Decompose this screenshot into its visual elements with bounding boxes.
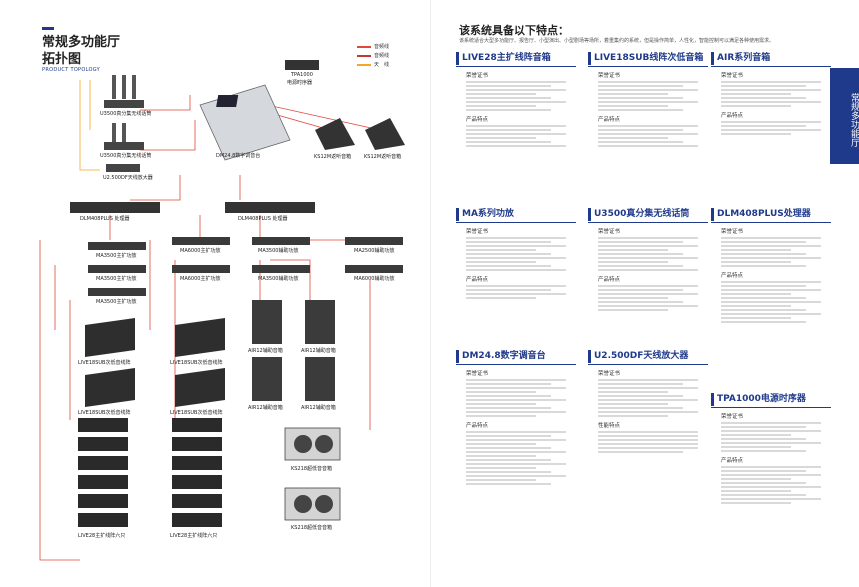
caption-amp-r2: MA6000辅助功放 [354, 276, 395, 282]
legend-item: 音频线 [357, 42, 389, 51]
card-sub: 产品特点 [598, 277, 621, 283]
card-sub: 产品特点 [466, 117, 489, 123]
ks12-shape-2 [365, 118, 405, 150]
card-title: DLM408PLUS处理器 [711, 208, 831, 221]
section-side-tab[interactable]: 常规多功能厅 [830, 68, 859, 164]
features-page: 该系统具备以下特点： 该系统适合大型多功能厅、报告厅、小型演出、小型剧场等场所，… [430, 0, 859, 587]
caption-amp-m2: MA6000主扩功放 [180, 276, 221, 282]
caption-tpa-sub: 电源时序器 [287, 80, 313, 86]
card-sub: 产品特点 [721, 458, 744, 464]
ks12-shape-1 [315, 118, 355, 150]
card-dlm408: DLM408PLUS处理器 荣誉证书 产品特点 [711, 208, 831, 323]
caption-air4: AIR12辅助音箱 [301, 405, 336, 411]
caption-sub1: LIVE18SUB次低音线阵 [78, 360, 131, 366]
card-air: AIR系列音箱 荣誉证书 产品特点 [711, 52, 831, 135]
card-sub: 荣誉证书 [466, 73, 489, 79]
topology-page: 常规多功能厅 拓扑图 PRODUCT TOPOLOGY 音频线 音频线 天 线 … [39, 27, 405, 561]
card-sub: 荣誉证书 [598, 371, 621, 377]
caption-live28-r: LIVE28主扩线阵六只 [170, 533, 218, 539]
features-description: 该系统适合大型多功能厅、报告厅、小型演出、小型剧场等场所，着重集约的系统，但是操… [459, 38, 775, 44]
caption-ks12-1: KS12M返听音箱 [314, 154, 352, 160]
caption-amp-l2: MA3500主扩功放 [96, 276, 137, 282]
caption-amp-m3: MA3500辅助功放 [258, 248, 299, 254]
caption-dlm-mid: DLM408PLUS 处理器 [238, 216, 288, 222]
caption-amp-l1: MA3500主扩功放 [96, 253, 137, 259]
card-sub: 产品特点 [721, 113, 744, 119]
receiver-1 [104, 100, 144, 108]
card-ma: MA系列功放 荣誉证书 产品特点 [456, 208, 576, 299]
caption-tpa: TPA1000 [291, 72, 313, 78]
page-title: 常规多功能厅 拓扑图 [42, 35, 121, 67]
caption-air1: AIR12辅助音箱 [248, 348, 283, 354]
card-title: U2.500DF天线放大器 [588, 350, 708, 363]
title-accent [42, 27, 54, 30]
caption-sub3: LIVE18SUB次低音线阵 [78, 410, 131, 416]
page-subtitle: PRODUCT TOPOLOGY [42, 67, 101, 73]
caption-air3: AIR12辅助音箱 [248, 405, 283, 411]
dlm-left-shape [70, 202, 160, 213]
card-sub: 荣誉证书 [721, 414, 744, 420]
caption-ks12-2: KS12M返听音箱 [364, 154, 402, 160]
card-sub: 荣誉证书 [466, 229, 489, 235]
dlm-mid-shape [225, 202, 315, 213]
caption-amp-l3: MA3500主扩功放 [96, 299, 137, 305]
features-title: 该系统具备以下特点： [459, 24, 569, 37]
caption-amp-m4: MA3500辅助功放 [258, 276, 299, 282]
card-title: LIVE28主扩线阵音箱 [456, 52, 576, 65]
card-title: AIR系列音箱 [711, 52, 831, 65]
card-live18sub: LIVE18SUB线阵次低音箱 荣誉证书 产品特点 [588, 52, 708, 147]
caption-mic1: U3500真分集无线话筒 [100, 111, 152, 117]
tpa-shape [285, 60, 319, 70]
card-sub: 性能特点 [598, 423, 621, 429]
caption-air2: AIR12辅助音箱 [301, 348, 336, 354]
mixer-shape [199, 84, 291, 161]
caption-sub4: LIVE18SUB次低音线阵 [170, 410, 223, 416]
card-sub: 产品特点 [466, 277, 489, 283]
card-dm248: DM24.8数字调音台 荣誉证书 产品特点 [456, 350, 576, 485]
caption-mixer: DM24.8数字调音台 [216, 153, 261, 159]
caption-ks218-1: KS218超低音音箱 [291, 466, 332, 472]
card-sub: 产品特点 [598, 117, 621, 123]
caption-mic2: U3500真分集无线话筒 [100, 153, 152, 159]
topology-diagram [39, 60, 405, 561]
caption-amp-r1: MA2500辅助功放 [354, 248, 395, 254]
legend: 音频线 音频线 天 线 [357, 42, 389, 69]
card-sub: 荣誉证书 [598, 229, 621, 235]
card-u2500df: U2.500DF天线放大器 荣誉证书 性能特点 [588, 350, 708, 453]
caption-antenna-amp: U2.500DF天线放大器 [103, 175, 153, 181]
caption-dlm-left: DLM408PLUS 处理器 [80, 216, 130, 222]
card-title: DM24.8数字调音台 [456, 350, 576, 363]
legend-item: 天 线 [357, 60, 389, 69]
caption-amp-m1: MA6000主扩功放 [180, 248, 221, 254]
card-sub: 荣誉证书 [721, 229, 744, 235]
card-title: U3500真分集无线话筒 [588, 208, 708, 221]
card-sub: 荣誉证书 [466, 371, 489, 377]
card-tpa1000: TPA1000电源时序器 荣誉证书 产品特点 [711, 393, 831, 504]
card-u3500: U3500真分集无线话筒 荣誉证书 产品特点 [588, 208, 708, 311]
card-title: LIVE18SUB线阵次低音箱 [588, 52, 708, 65]
caption-ks218-2: KS218超低音音箱 [291, 525, 332, 531]
card-sub: 荣誉证书 [598, 73, 621, 79]
card-sub: 荣誉证书 [721, 73, 744, 79]
antenna-amp [106, 164, 140, 172]
caption-live28-l: LIVE28主扩线阵六只 [78, 533, 126, 539]
caption-sub2: LIVE18SUB次低音线阵 [170, 360, 223, 366]
receiver-2 [104, 142, 144, 150]
card-sub: 产品特点 [466, 423, 489, 429]
card-title: MA系列功放 [456, 208, 576, 221]
card-live28: LIVE28主扩线阵音箱 荣誉证书 产品特点 [456, 52, 576, 147]
card-title: TPA1000电源时序器 [711, 393, 831, 406]
microphone-icons [112, 75, 136, 143]
legend-item: 音频线 [357, 51, 389, 60]
card-sub: 产品特点 [721, 273, 744, 279]
